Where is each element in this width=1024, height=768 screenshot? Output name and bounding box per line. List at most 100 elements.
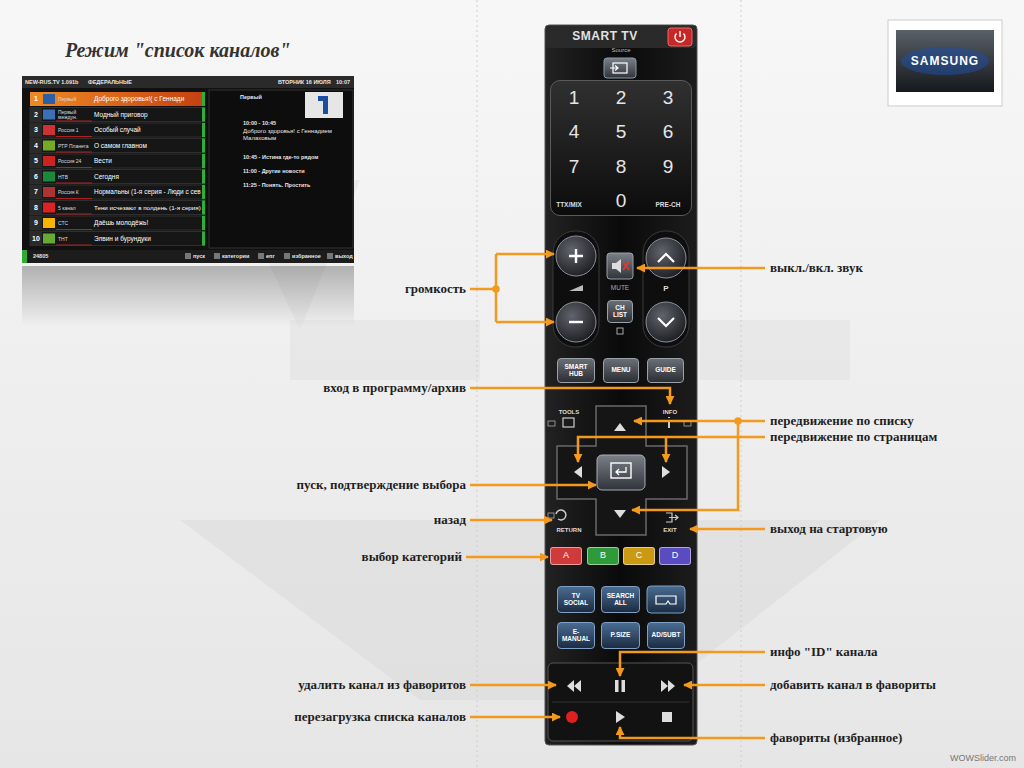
callout-leaders — [470, 388, 670, 404]
channel-list-screenshot — [202, 154, 205, 168]
program-title: Элвин и бурундуки — [94, 235, 151, 242]
button-label: 2 — [616, 88, 627, 108]
remote-control — [566, 711, 578, 723]
slide-title: Режим "список каналов" — [65, 39, 291, 62]
channel-list-screenshot — [30, 123, 205, 137]
button-label: GUIDE — [655, 367, 676, 374]
channel-list-screenshot — [30, 232, 205, 246]
channel-name: РТР Планета — [58, 143, 92, 148]
number-pad: 123456789TTX/MIX0PRE-CH — [550, 80, 692, 216]
channel-list-screenshot — [43, 156, 55, 166]
channel-list-screenshot — [22, 76, 354, 326]
remote-body: SMART TVSource123456789TTX/MIX0PRE-CHMUT… — [545, 25, 697, 745]
channel-list-screenshot — [30, 232, 42, 246]
channel-list-screenshot — [43, 203, 55, 213]
background — [290, 320, 480, 380]
channel-list-screenshot — [30, 139, 42, 153]
remote-control — [553, 231, 599, 347]
channel-list-screenshot — [305, 92, 343, 118]
channel-number: 1 — [34, 95, 38, 103]
remote-control — [617, 328, 623, 334]
function-button: P.SIZE — [601, 622, 640, 649]
remote-control — [668, 417, 670, 428]
channel-list-screenshot — [30, 201, 205, 215]
channel-list-screenshot — [202, 92, 205, 106]
program-title: Сегодня — [94, 173, 119, 180]
brand-logo-frame — [888, 20, 1002, 106]
function-button: AD/SUBT — [647, 622, 685, 649]
callout-label: назад — [434, 512, 466, 528]
button-label: SMART HUB — [559, 364, 593, 378]
program-title: Нормальны (1-я серия - Люди с сев — [94, 188, 201, 195]
channel-list-screenshot — [22, 250, 354, 263]
channel-list-screenshot — [30, 185, 42, 199]
remote-control — [666, 513, 678, 522]
brand-logo-frame — [896, 30, 994, 92]
remote-control — [616, 711, 625, 723]
remote-control — [662, 466, 670, 478]
screen-text: ФЕДЕРАЛЬНЫЕ — [88, 79, 132, 85]
remote-control — [546, 26, 696, 48]
channel-list-screenshot — [30, 92, 205, 106]
color-button: B — [587, 547, 619, 565]
remote-control — [668, 28, 692, 46]
program-title: Особый случай — [94, 126, 141, 133]
callout-leaders — [470, 519, 552, 522]
channel-list-screenshot — [22, 76, 354, 88]
guide-button: GUIDE — [647, 358, 684, 383]
channel-list-screenshot — [43, 218, 55, 228]
channel-list-screenshot — [56, 198, 92, 199]
callout-leaders — [684, 684, 765, 687]
channel-name: Россия 1 — [58, 128, 92, 133]
remote-control — [661, 680, 668, 692]
remote-control — [567, 680, 574, 692]
remote-control — [656, 596, 676, 604]
button-label: Source — [611, 47, 630, 53]
function-button: TV SOCIAL — [557, 586, 595, 613]
channel-list-screenshot — [30, 216, 42, 230]
remote-control — [548, 421, 555, 426]
callout-label: удалить канал из фаворитов — [298, 677, 466, 693]
program-title: Вести — [94, 157, 112, 164]
button-label: SEARCH ALL — [603, 593, 638, 607]
remote-control — [662, 712, 672, 722]
remote-control — [610, 66, 618, 71]
remote-control — [597, 455, 645, 490]
background — [180, 520, 880, 700]
channel-list-screenshot — [30, 232, 205, 246]
button-label: 9 — [663, 157, 674, 177]
channel-number: 3 — [34, 126, 38, 134]
callout-label: передвижение по списку — [770, 413, 914, 429]
color-button: D — [659, 547, 691, 565]
channel-name: Россия К — [58, 190, 92, 195]
button-label: E-MANUAL — [559, 629, 593, 643]
channel-list-screenshot — [43, 141, 55, 151]
channel-list-screenshot — [22, 266, 354, 326]
callout-leaders — [470, 684, 556, 687]
channel-number: 8 — [34, 204, 38, 212]
callout-leaders — [632, 421, 738, 510]
channel-rocker: P — [654, 283, 678, 296]
callout-label: инфо "ID" канала — [770, 644, 878, 660]
screen-text: 24805 — [33, 253, 48, 259]
channel-name: Россия 24 — [58, 159, 92, 164]
function-button: SEARCH ALL — [601, 586, 640, 613]
color-button: A — [550, 547, 582, 565]
ch-list-button: CH LIST — [607, 300, 633, 323]
button-label: SAMSUNG — [911, 55, 979, 68]
button-label: P — [663, 285, 668, 293]
channel-list-screenshot — [202, 201, 205, 215]
remote-control — [604, 58, 636, 78]
channel-list-screenshot — [43, 110, 55, 120]
remote-control — [556, 236, 596, 276]
channel-list-screenshot — [30, 108, 205, 122]
callout-leaders — [496, 253, 554, 256]
channel-list-screenshot — [56, 229, 92, 230]
screen-text: ВТОРНИК 16 ИЮЛЯ — [278, 79, 331, 85]
callout-label: фавориты (избранное) — [770, 730, 902, 746]
callout-leaders — [736, 419, 741, 424]
channel-number: 5 — [34, 157, 38, 165]
channel-list-screenshot — [30, 154, 205, 168]
channel-list-screenshot — [30, 139, 205, 153]
